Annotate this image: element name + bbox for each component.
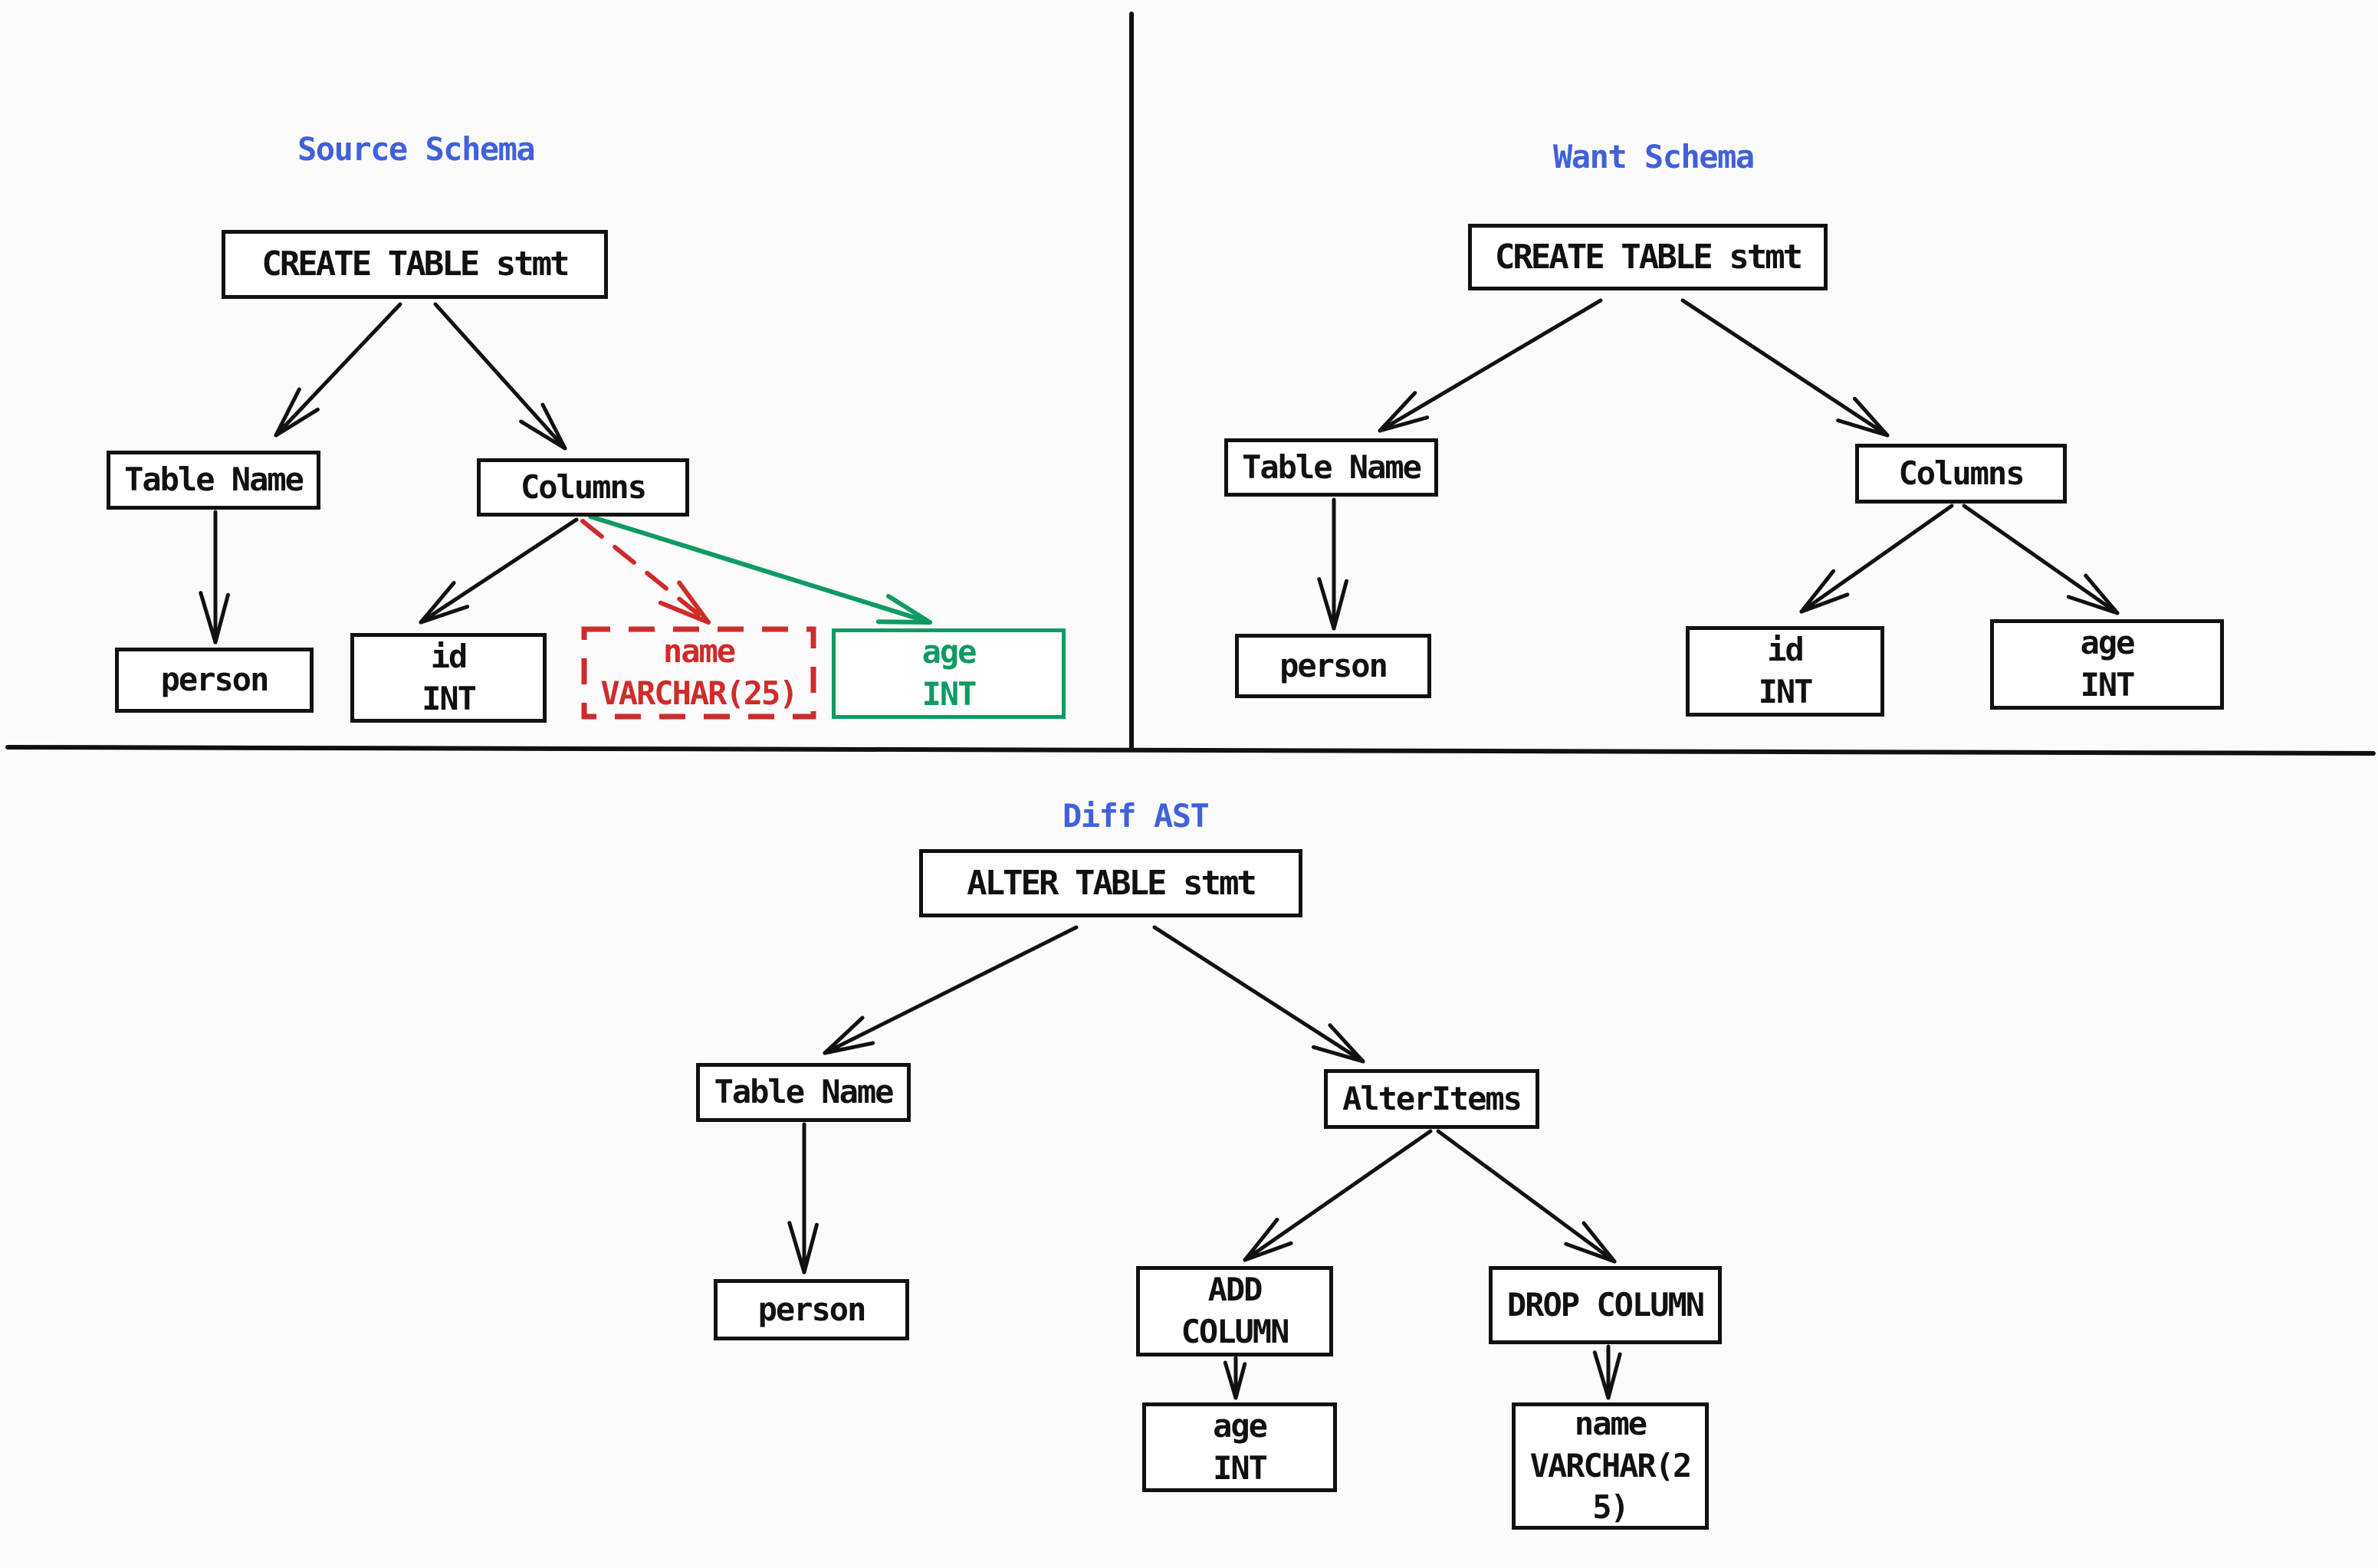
- node-source-table-name: Table Name: [107, 451, 320, 510]
- node-diff-name-varchar25: name VARCHAR(2 5): [1512, 1402, 1709, 1530]
- node-source-name-varchar-removed: name VARCHAR(25): [600, 632, 798, 712]
- node-want-columns: Columns: [1855, 444, 2067, 504]
- node-want-create-table-stmt: CREATE TABLE stmt: [1468, 224, 1828, 290]
- node-want-age-int: age INT: [1990, 619, 2224, 710]
- node-source-id-int: id INT: [350, 633, 547, 723]
- title-source-schema: Source Schema: [297, 130, 536, 168]
- node-source-create-table-stmt: CREATE TABLE stmt: [222, 230, 608, 299]
- node-diff-add-column: ADD COLUMN: [1136, 1266, 1333, 1356]
- node-diff-person: person: [714, 1279, 909, 1340]
- node-source-person: person: [115, 648, 314, 713]
- removed-node-dashed-border: [581, 626, 816, 720]
- node-source-age-int-added: age INT: [832, 628, 1066, 719]
- node-diff-alter-table-stmt: ALTER TABLE stmt: [919, 849, 1302, 917]
- node-want-person: person: [1235, 634, 1431, 698]
- node-want-table-name: Table Name: [1224, 438, 1438, 497]
- node-diff-alter-items: AlterItems: [1324, 1069, 1539, 1129]
- title-diff-ast: Diff AST: [1063, 797, 1210, 835]
- node-diff-table-name: Table Name: [696, 1063, 911, 1122]
- node-want-id-int: id INT: [1686, 626, 1884, 717]
- node-source-columns: Columns: [477, 458, 689, 517]
- node-diff-drop-column: DROP COLUMN: [1489, 1266, 1722, 1344]
- node-diff-age-int: age INT: [1142, 1402, 1337, 1492]
- title-want-schema: Want Schema: [1553, 138, 1755, 175]
- horizontal-divider: [5, 745, 2376, 756]
